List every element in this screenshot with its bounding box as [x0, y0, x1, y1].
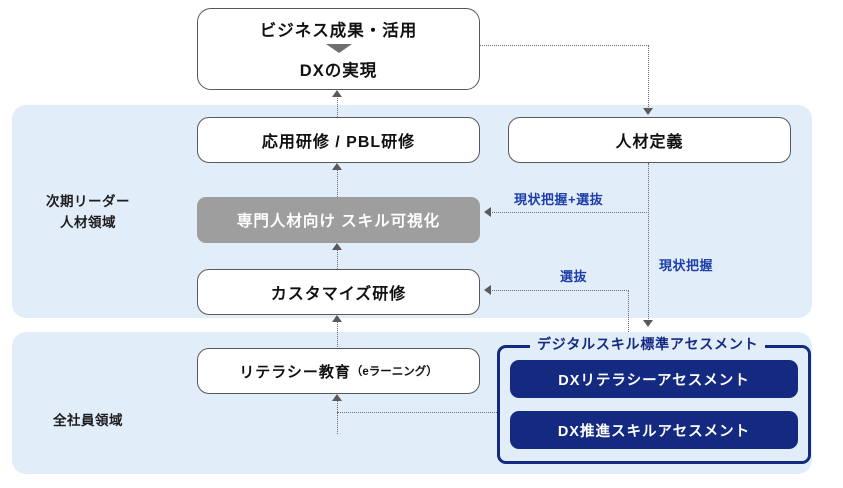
box-customized-training[interactable]: カスタマイズ研修 [197, 269, 480, 315]
connector-label-grasp-and-select: 現状把握+選抜 [514, 192, 604, 207]
connector-customized-to-skill [337, 247, 338, 269]
box-dx-outcome[interactable]: ビジネス成果・活用 DXの実現 [197, 8, 480, 90]
skill-visualization-label: 専門人材向け スキル可視化 [236, 213, 441, 230]
connector-right-down-to-talent [648, 45, 649, 109]
connector-to-customized-training [492, 290, 629, 291]
arrowhead-into-dx [332, 90, 342, 97]
box-dx-literacy-assessment[interactable]: DXリテラシーアセスメント [510, 360, 798, 398]
connector-to-skill-visualization [492, 212, 649, 213]
box-literacy-education[interactable]: リテラシー教育（eラーニング） [197, 348, 480, 394]
arrowhead-into-skill [332, 243, 342, 250]
connector-dx-to-right [480, 45, 649, 46]
connector-branch-down-to-select [628, 290, 629, 332]
arrowhead-into-assessment-group [643, 320, 653, 327]
applied-training-label: 応用研修 / PBL研修 [261, 134, 416, 151]
box-talent-definition[interactable]: 人材定義 [508, 117, 791, 163]
connector-literacy-to-bottom [337, 398, 338, 434]
assessment-group-title: デジタルスキル標準アセスメント [530, 334, 766, 354]
dx-outcome-line1: ビジネス成果・活用 [259, 22, 418, 40]
arrowhead-into-literacy [332, 394, 342, 401]
talent-definition-label: 人材定義 [615, 134, 684, 151]
box-applied-training[interactable]: 応用研修 / PBL研修 [197, 117, 480, 163]
arrowhead-into-customized-training [484, 285, 491, 295]
literacy-education-label: リテラシー教育 [239, 363, 351, 381]
connector-literacy-to-customized [337, 319, 338, 347]
connector-talent-down-spine [648, 163, 649, 321]
dx-promotion-skill-assessment-label: DX推進スキルアセスメント [557, 423, 751, 440]
dx-outcome-line2: DXの実現 [299, 62, 378, 80]
connector-label-grasp-current: 現状把握 [659, 258, 714, 273]
customized-training-label: カスタマイズ研修 [270, 286, 407, 303]
connector-skill-to-applied [337, 167, 338, 197]
band-label-next-leader: 次期リーダー 人材領域 [46, 194, 130, 230]
literacy-education-sublabel: （eラーニング） [350, 366, 438, 378]
band-label-all-staff: 全社員領域 [53, 413, 123, 428]
connector-assessment-to-literacy [337, 412, 497, 413]
box-dx-promotion-skill-assessment[interactable]: DX推進スキルアセスメント [510, 411, 798, 449]
arrowhead-into-talent-definition [643, 108, 653, 115]
connector-applied-to-dx [337, 94, 338, 117]
dx-literacy-assessment-label: DXリテラシーアセスメント [558, 372, 750, 389]
arrowhead-into-skill-visualization [484, 207, 491, 217]
arrowhead-into-customized [332, 315, 342, 322]
triangle-down-icon [325, 44, 352, 53]
connector-label-select: 選抜 [560, 269, 588, 284]
arrowhead-into-applied [332, 163, 342, 170]
box-skill-visualization[interactable]: 専門人材向け スキル可視化 [197, 197, 480, 243]
